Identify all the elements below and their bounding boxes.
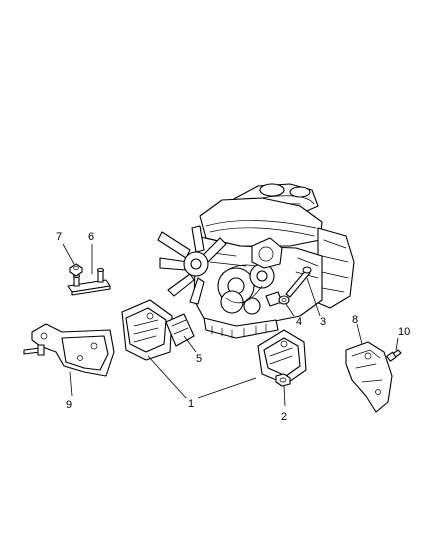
callout-2: 2 — [281, 411, 287, 423]
engine-mount-left — [121, 299, 173, 361]
mount-bolt — [285, 266, 312, 298]
engine-mount-right — [257, 329, 307, 385]
leader-lines — [62, 243, 399, 407]
callout-5: 5 — [196, 353, 202, 365]
callout-4: 4 — [296, 316, 302, 328]
callout-7: 7 — [56, 231, 62, 243]
left-mount-bracket — [23, 323, 115, 377]
engine-assembly — [157, 183, 355, 339]
callout-6: 6 — [88, 231, 94, 243]
bracket-bolt — [386, 349, 402, 362]
callout-8: 8 — [352, 314, 358, 326]
mount-nut — [278, 295, 290, 305]
heat-shield — [165, 313, 195, 347]
mount-lower-nut — [275, 373, 291, 387]
support-plate — [67, 267, 111, 296]
small-nut — [69, 263, 83, 277]
right-mount-bracket — [345, 341, 393, 413]
callout-10: 10 — [398, 326, 410, 338]
callout-3: 3 — [320, 316, 326, 328]
cooling-fan — [157, 225, 227, 305]
callout-9: 9 — [66, 399, 72, 411]
callout-1: 1 — [188, 398, 194, 410]
